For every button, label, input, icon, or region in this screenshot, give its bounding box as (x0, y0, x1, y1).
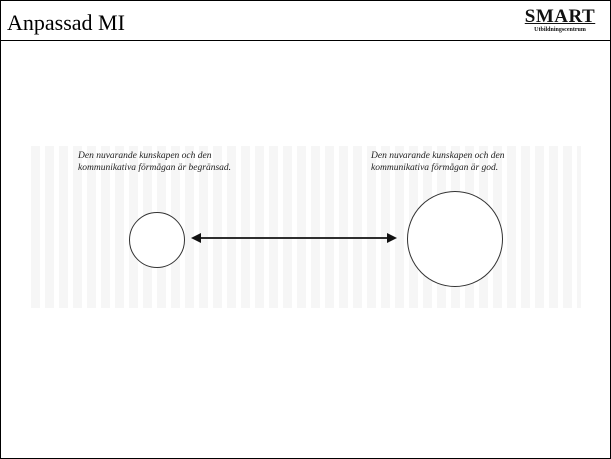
logo-sub-text: Utbildningscentrum (534, 27, 586, 33)
double-arrow-icon (191, 233, 397, 243)
left-caption-line-2: kommunikativa förmågan är begränsad. (78, 163, 232, 173)
logo-main-text: SMART (524, 6, 596, 27)
left-caption-line-1: Den nuvarande kunskapen och den (78, 151, 212, 161)
right-caption: Den nuvarande kunskapen och den kommunik… (371, 150, 571, 174)
slide-title: Anpassad MI (7, 10, 125, 35)
right-caption-line-1: Den nuvarande kunskapen och den (371, 151, 505, 161)
left-caption: Den nuvarande kunskapen och den kommunik… (78, 150, 278, 174)
right-caption-line-2: kommunikativa förmågan är god. (371, 163, 499, 173)
smart-logo: SMART Utbildningscentrum (516, 7, 604, 34)
large-circle (407, 191, 503, 287)
title-bar: Anpassad MI SMART Utbildningscentrum (1, 1, 610, 41)
small-circle (129, 212, 185, 268)
